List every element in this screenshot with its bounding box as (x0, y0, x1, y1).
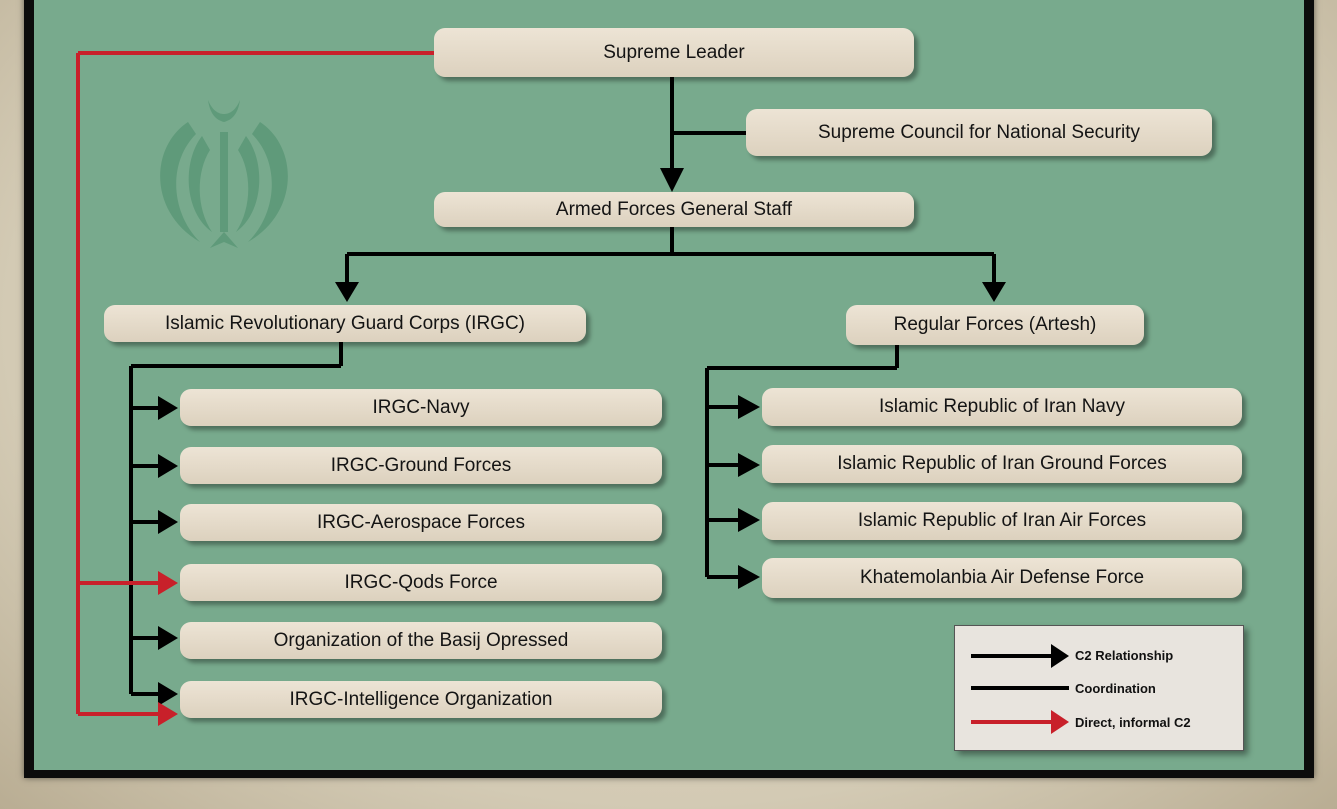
node-irgc-qods: IRGC-Qods Force (180, 564, 662, 601)
node-irgc-intelligence: IRGC-Intelligence Organization (180, 681, 662, 718)
node-air-defense: Khatemolanbia Air Defense Force (762, 558, 1242, 598)
node-irgc-ground: IRGC-Ground Forces (180, 447, 662, 484)
node-supreme-council: Supreme Council for National Security (746, 109, 1212, 156)
node-basij: Organization of the Basij Opressed (180, 622, 662, 659)
node-irgc-aerospace: IRGC-Aerospace Forces (180, 504, 662, 541)
legend-label-c2: C2 Relationship (1075, 648, 1174, 663)
node-irgc-navy: IRGC-Navy (180, 389, 662, 426)
legend: C2 Relationship Coordination Direct, inf… (954, 625, 1244, 751)
node-iran-air: Islamic Republic of Iran Air Forces (762, 502, 1242, 540)
node-supreme-leader: Supreme Leader (434, 28, 914, 77)
node-iran-navy: Islamic Republic of Iran Navy (762, 388, 1242, 426)
node-irgc: Islamic Revolutionary Guard Corps (IRGC) (104, 305, 586, 342)
node-artesh: Regular Forces (Artesh) (846, 305, 1144, 345)
node-iran-ground: Islamic Republic of Iran Ground Forces (762, 445, 1242, 483)
iran-emblem-icon (160, 100, 288, 248)
legend-label-informal: Direct, informal C2 (1075, 715, 1191, 730)
legend-symbols (971, 644, 1069, 734)
node-general-staff: Armed Forces General Staff (434, 192, 914, 227)
legend-label-coordination: Coordination (1075, 681, 1156, 696)
